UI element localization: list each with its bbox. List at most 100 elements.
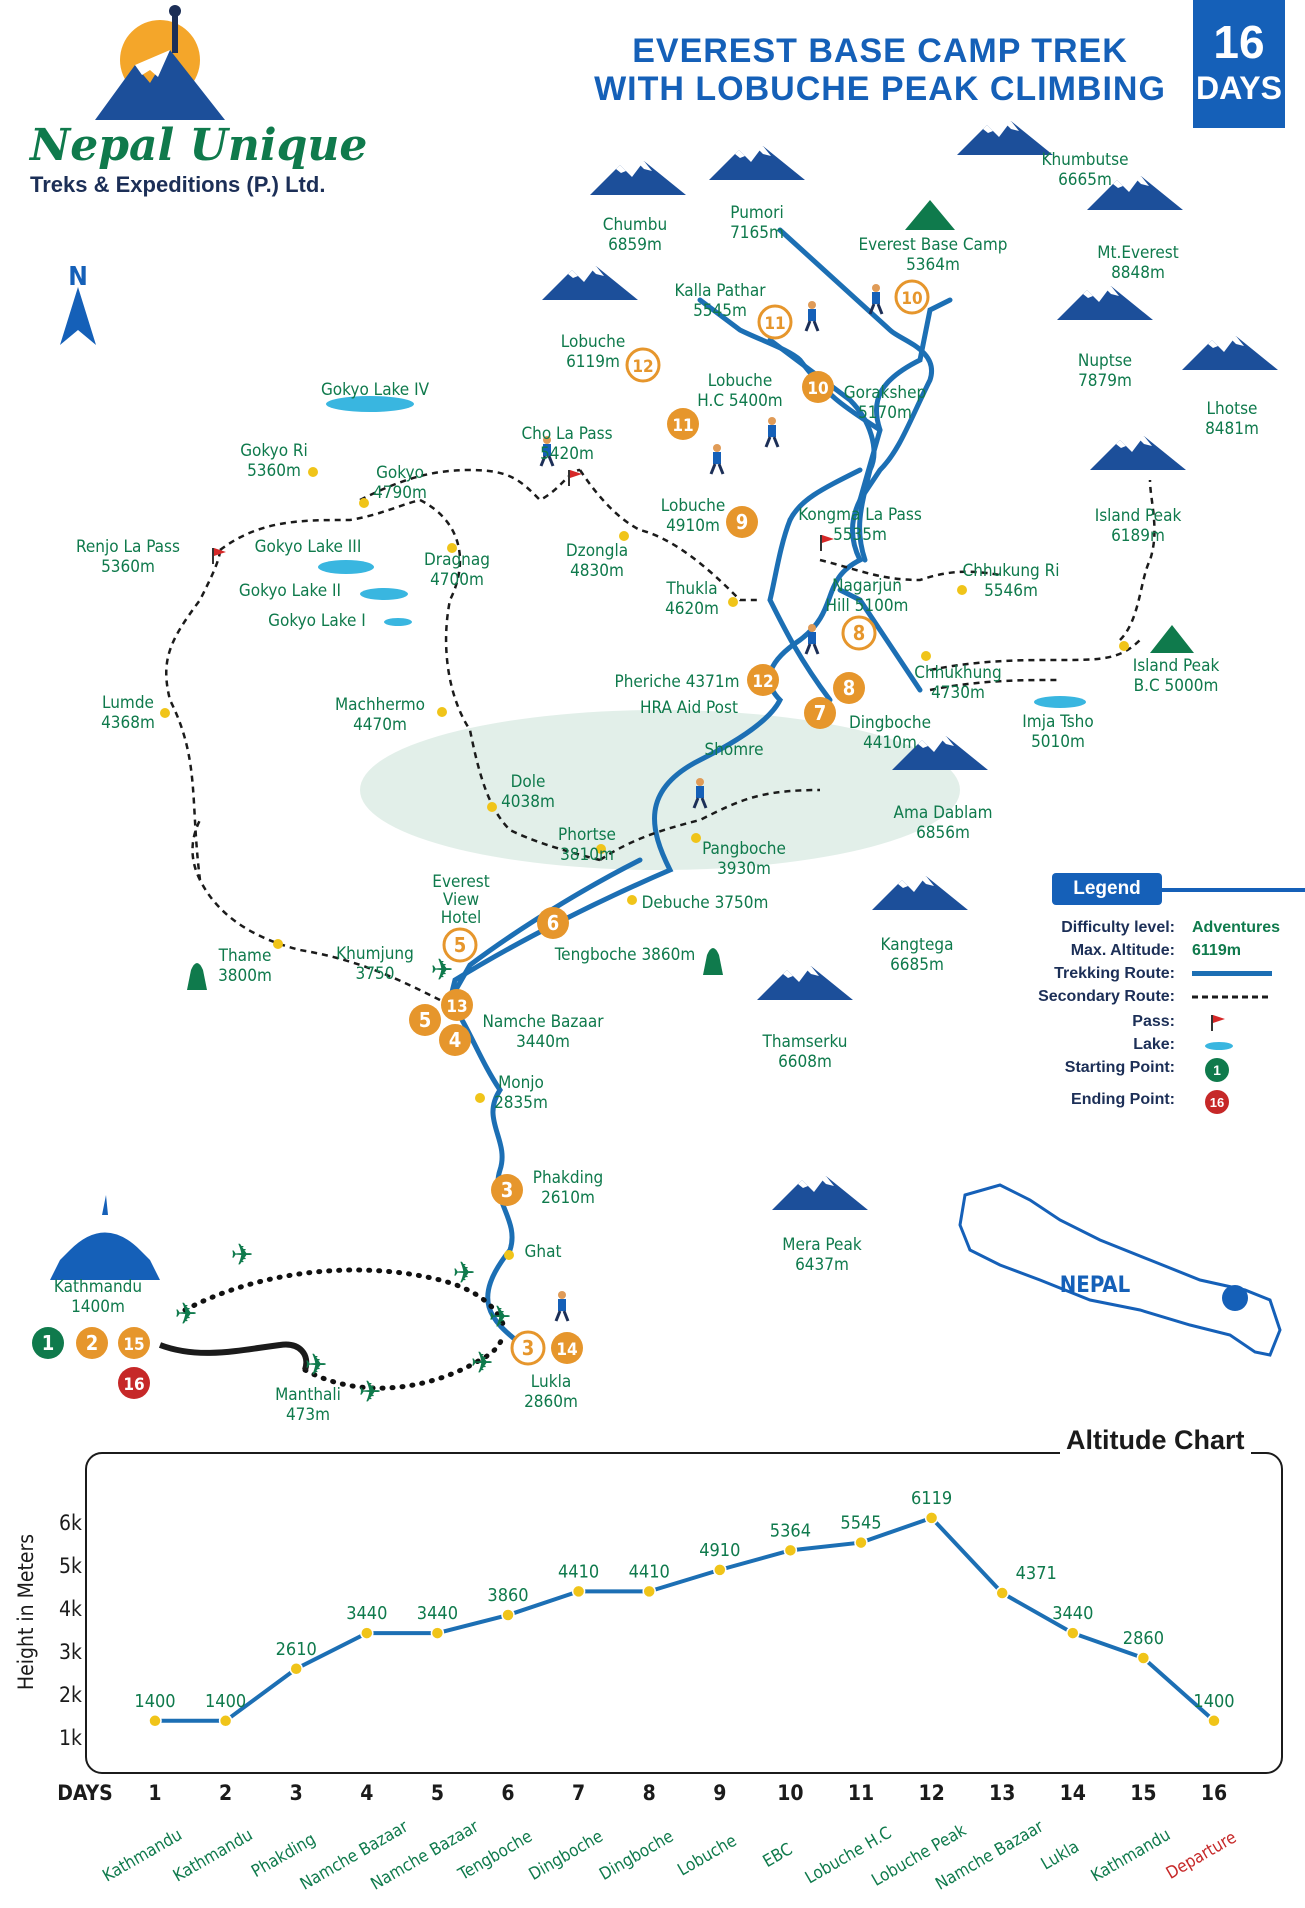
place-name: Ghat	[525, 1242, 562, 1262]
x-tick-label: 13	[989, 1781, 1015, 1805]
trekking-route-4	[697, 297, 883, 433]
y-tick-label: 4k	[59, 1597, 82, 1621]
place-name: Island Peak	[1133, 656, 1220, 676]
altitude-point	[430, 1626, 445, 1640]
waypoint-dot	[447, 543, 457, 553]
place-name: Kangtega	[881, 935, 954, 955]
trekking-route-1	[447, 857, 643, 1003]
place-name: Gokyo Lake I	[268, 611, 366, 631]
day-marker-7: 7	[804, 697, 836, 729]
legend-key: Secondary Route:	[1038, 988, 1175, 1005]
waypoint-dot	[504, 1250, 514, 1260]
airplane-icon: ✈	[489, 1300, 512, 1335]
place-name: Manthali	[275, 1385, 341, 1405]
airplane-icon: ✈	[359, 1375, 382, 1410]
place-altitude: B.C 5000m	[1134, 676, 1219, 696]
secondary-route-7	[929, 678, 1061, 692]
nepal-inset-map: NEPAL	[958, 1183, 1282, 1357]
altitude-value-label: 3440	[1052, 1603, 1093, 1624]
y-tick-label: 5k	[59, 1554, 82, 1578]
place-altitude: 4700m	[430, 570, 484, 590]
place-altitude: 4620m	[665, 599, 719, 619]
mountain-icon	[590, 161, 686, 195]
brand-name: Nepal Unique	[30, 120, 368, 171]
place-altitude: 5420m	[540, 444, 594, 464]
altitude-value-label: 1400	[1193, 1691, 1234, 1712]
waypoint-dot	[160, 708, 170, 718]
altitude-value-label: 5545	[840, 1513, 881, 1534]
place-name: Imja Tsho	[1022, 712, 1093, 732]
watermark-logo	[360, 710, 960, 870]
place-name: Gokyo Lake II	[239, 581, 341, 601]
place-name: Gokyo Lake IV	[321, 380, 430, 400]
day-marker-12: 12	[747, 664, 779, 696]
trekker-icon	[554, 1291, 570, 1322]
starting-point-icon: 1	[1205, 1058, 1229, 1082]
place-name: Kalla Pathar	[674, 281, 766, 301]
legend-key: Lake:	[1133, 1036, 1175, 1053]
place-altitude: 473m	[286, 1405, 330, 1425]
legend-key: Starting Point:	[1064, 1059, 1175, 1076]
place-name: Tengboche 3860m	[554, 945, 696, 965]
place-name: Shomre	[705, 740, 764, 760]
legend-value: Adventures	[1192, 919, 1281, 936]
secondary-route-2	[419, 498, 601, 862]
day-marker-3: 3	[491, 1174, 523, 1206]
peak-layer: ✈✈✈✈✈✈✈✈N	[50, 121, 1278, 1410]
legend-value: 6119m	[1192, 942, 1241, 959]
place-altitude: 3810m	[560, 845, 614, 865]
x-tick-label: 12	[918, 1781, 944, 1805]
legend-key: Pass:	[1132, 1013, 1175, 1030]
x-tick-label: 1	[148, 1781, 161, 1805]
trekker-icon	[709, 444, 725, 475]
day-marker-number: 4	[449, 1028, 462, 1052]
waypoint-dot	[308, 467, 318, 477]
place-altitude: 5364m	[906, 255, 960, 275]
mountain-icon	[957, 121, 1053, 155]
place-name: Chhukung Ri	[963, 561, 1060, 581]
day-marker-number: 3	[501, 1178, 514, 1202]
day-place-label: Kathmandu	[99, 1825, 185, 1886]
altitude-value-label: 3860	[487, 1585, 528, 1606]
x-tick-label: 14	[1060, 1781, 1086, 1805]
day-marker-number: 7	[814, 701, 827, 725]
place-altitude: 4910m	[666, 516, 720, 536]
place-name: Hotel	[441, 908, 482, 928]
place-name: Nuptse	[1078, 351, 1132, 371]
day-place-label: Dingboche	[526, 1827, 607, 1885]
nepal-outline	[958, 1183, 1282, 1357]
altitude-point	[218, 1714, 233, 1728]
place-label-gokyo-lake-iii: Gokyo Lake III	[255, 537, 362, 557]
place-altitude: 3750	[356, 964, 395, 984]
place-altitude: 8481m	[1205, 419, 1259, 439]
place-altitude: 6685m	[890, 955, 944, 975]
place-name: Everest	[432, 872, 489, 892]
x-tick-label: 6	[501, 1781, 514, 1805]
place-name: Mt.Everest	[1097, 243, 1178, 263]
altitude-point	[1207, 1714, 1221, 1728]
secondary-route-0	[165, 549, 441, 1002]
legend-title: Legend	[1052, 873, 1162, 905]
lake-icon	[1205, 1042, 1233, 1050]
place-altitude: 7165m	[730, 223, 784, 243]
stupa-icon	[50, 1195, 160, 1280]
place-name: Thame	[218, 946, 272, 966]
day-marker-11: 11	[667, 408, 699, 440]
day-marker-5: 5	[409, 1004, 441, 1036]
day-marker-number: 5	[454, 933, 467, 957]
brand-logo-icon	[95, 5, 225, 120]
inset-country-label: NEPAL	[1060, 1273, 1131, 1298]
flight-route-north	[182, 1267, 508, 1333]
place-name: Pumori	[730, 203, 783, 223]
day-marker-number: 15	[123, 1335, 144, 1355]
